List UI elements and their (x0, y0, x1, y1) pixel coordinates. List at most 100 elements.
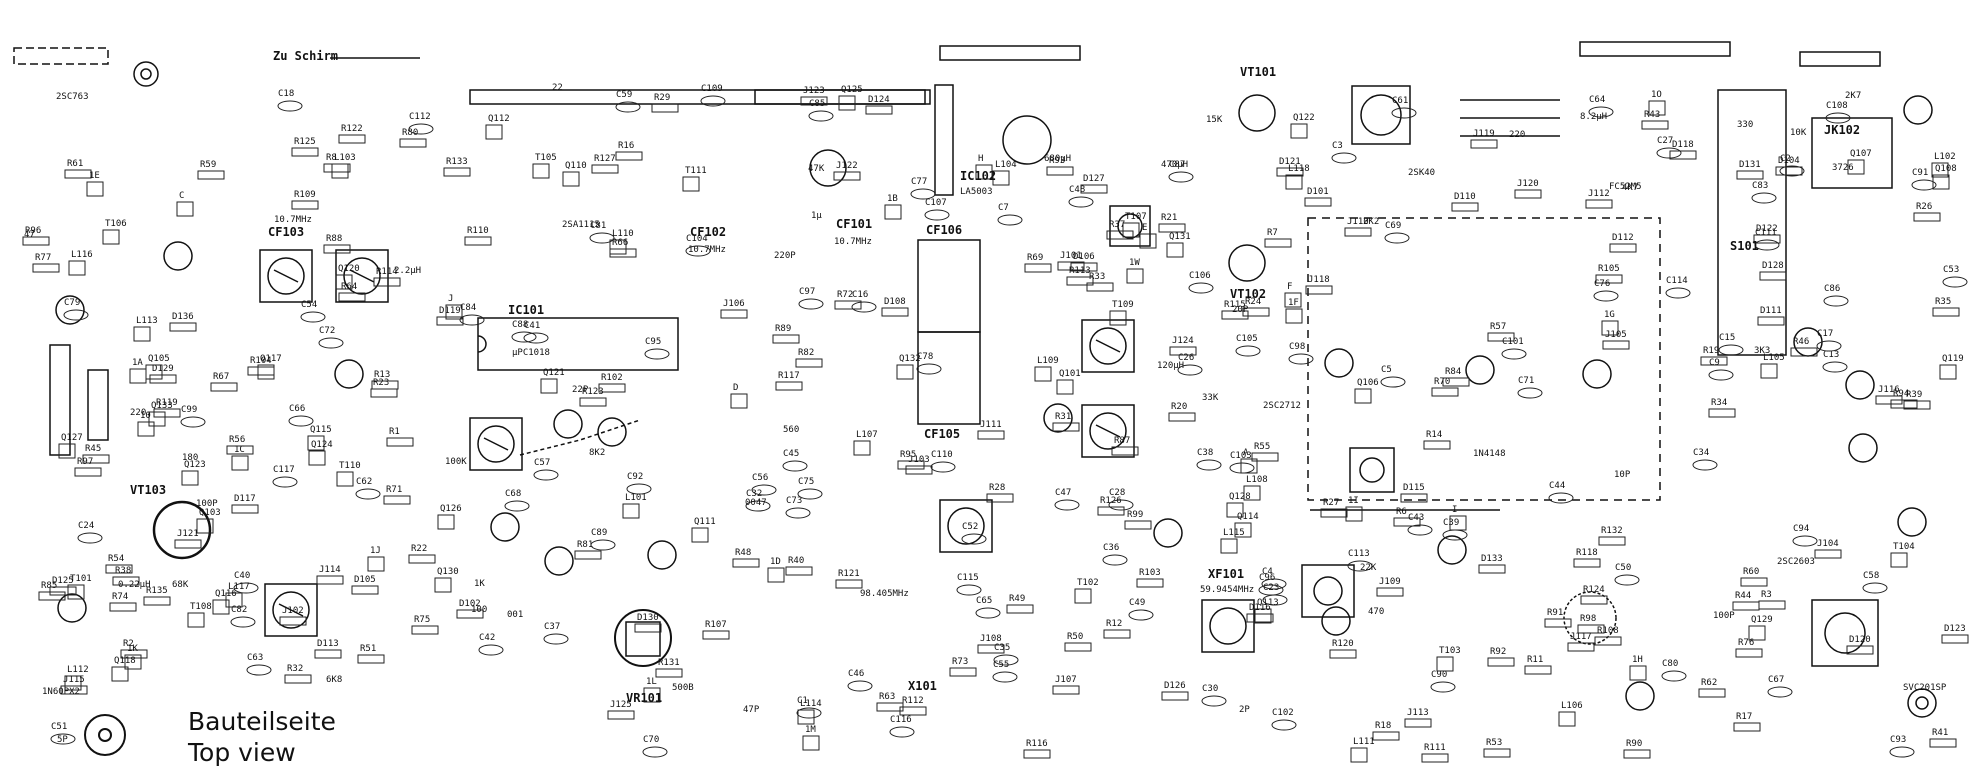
inductor-l117: L117 (228, 582, 250, 592)
resistor-r71-footprint (383, 495, 411, 505)
transformer-t104-footprint (1890, 552, 1908, 568)
jumper-j114-footprint (316, 575, 344, 585)
test-point-1w: 1W (1129, 258, 1140, 268)
resistor-r80: R80 (402, 128, 418, 138)
resistor-r50: R50 (1067, 632, 1083, 642)
inductor-l112: L112 (67, 665, 89, 675)
resistor-r119-footprint (153, 408, 181, 418)
jumper-j115: J115 (63, 675, 85, 685)
vt101-label: VT101 (1240, 65, 1276, 79)
transformer-t105: T105 (535, 153, 557, 163)
inductor-l116-footprint (68, 260, 86, 276)
capacitor-c15-footprint (1718, 344, 1744, 356)
capacitor-c82: C82 (231, 605, 247, 615)
capacitor-c114: C114 (1666, 276, 1688, 286)
connector-label-d: D (733, 383, 738, 393)
component-value: 2K7 (1845, 91, 1861, 101)
resistor-r109-footprint (291, 200, 319, 210)
jumper-j118: J118 (1308, 275, 1330, 285)
resistor-r84: R84 (1445, 367, 1461, 377)
resistor-r26: R26 (1916, 202, 1932, 212)
resistor-r14: R14 (1426, 430, 1442, 440)
capacitor-c44-footprint (1548, 492, 1574, 504)
inductor-l102-footprint (1931, 162, 1949, 178)
transistor-q126-footprint (437, 514, 455, 530)
jumper-j125: J125 (610, 700, 632, 710)
capacitor-c53-footprint (1942, 276, 1968, 288)
transformer-t102-footprint (1074, 588, 1092, 604)
resistor-r62-footprint (1698, 688, 1726, 698)
capacitor-c26-footprint (1177, 364, 1203, 376)
resistor-r124: R124 (1583, 585, 1605, 595)
resistor-r124-footprint (1580, 595, 1608, 605)
resistor-r37: R37 (1109, 220, 1125, 230)
capacitor-c88-footprint (511, 331, 537, 343)
connector-d (1799, 51, 1881, 67)
capacitor-c34-footprint (1692, 459, 1718, 471)
jumper-j102: J102 (282, 606, 304, 616)
resistor-r18: R18 (1375, 721, 1391, 731)
transistor-q129-footprint (1748, 625, 1766, 641)
component-value: 2SC2712 (1263, 401, 1301, 411)
xf101-value: 59.9454MHz (1200, 585, 1254, 595)
diode-d104-footprint (1775, 166, 1803, 176)
capacitor-c90-footprint (1430, 681, 1456, 693)
resistor-r11: R11 (1527, 655, 1543, 665)
diode-d136-footprint (169, 322, 197, 332)
capacitor-c96: C96 (1259, 573, 1275, 583)
resistor-r96: R96 (25, 226, 41, 236)
resistor-r49: R49 (1009, 594, 1025, 604)
diode-d111-footprint (1757, 316, 1785, 326)
test-point-1b-footprint (884, 204, 902, 220)
capacitor-c51: C51 (51, 722, 67, 732)
capacitor-c77-footprint (910, 188, 936, 200)
capacitor-c80: C80 (1662, 659, 1678, 669)
diode-d123-footprint (1941, 634, 1969, 644)
jumper-j113: J113 (1407, 708, 1429, 718)
capacitor-c73-footprint (785, 507, 811, 519)
resistor-r29: R29 (654, 93, 670, 103)
test-point-10: 10 (140, 411, 151, 421)
diode-d131-footprint (1736, 170, 1764, 180)
jumper-j103: J103 (908, 455, 930, 465)
test-point-1l: 1L (646, 677, 657, 687)
inductor-l105: L105 (1763, 353, 1785, 363)
capacitor-c94: C94 (1793, 524, 1809, 534)
resistor-r69-footprint (1024, 263, 1052, 273)
jumper-j108: J108 (980, 634, 1002, 644)
resistor-r112-footprint (899, 706, 927, 716)
diode-d115-footprint (1400, 493, 1428, 503)
ic102-part: LA5003 (960, 187, 993, 197)
resistor-r93: R93 (1049, 156, 1065, 166)
connector-e (1579, 41, 1731, 57)
jumper-j120: J120 (1517, 179, 1539, 189)
capacitor-c73: C73 (786, 496, 802, 506)
inductor-l103-footprint (331, 163, 349, 179)
capacitor-c41-footprint (523, 332, 549, 344)
capacitor-c36-footprint (1102, 554, 1128, 566)
resistor-r54-footprint (105, 564, 133, 574)
jk102-label: JK102 (1824, 123, 1860, 137)
inductor-l101: L101 (625, 493, 647, 503)
inductor-l109-footprint (1034, 366, 1052, 382)
resistor-r53: R53 (1486, 738, 1502, 748)
test-point-10-footprint (137, 421, 155, 437)
transistor-q121: Q121 (543, 368, 565, 378)
resistor-r67-footprint (210, 382, 238, 392)
capacitor-c88: C88 (512, 320, 528, 330)
connector-label-j: J (448, 294, 453, 304)
resistor-r14-footprint (1423, 440, 1451, 450)
component-value: 2.2μH (394, 266, 421, 276)
diode-d131: D131 (1739, 160, 1761, 170)
capacitor-c30-footprint (1201, 695, 1227, 707)
resistor-r46-footprint (1790, 347, 1818, 357)
inductor-l107-footprint (853, 440, 871, 456)
transistor-q103: Q103 (199, 508, 221, 518)
capacitor-c85: C85 (809, 99, 825, 109)
resistor-r88: R88 (326, 234, 342, 244)
capacitor-c68-footprint (504, 500, 530, 512)
capacitor-c84-footprint (459, 314, 485, 326)
capacitor-c17-footprint (1816, 340, 1842, 352)
capacitor-c105-footprint (1235, 345, 1261, 357)
test-point-1b: 1B (887, 194, 898, 204)
